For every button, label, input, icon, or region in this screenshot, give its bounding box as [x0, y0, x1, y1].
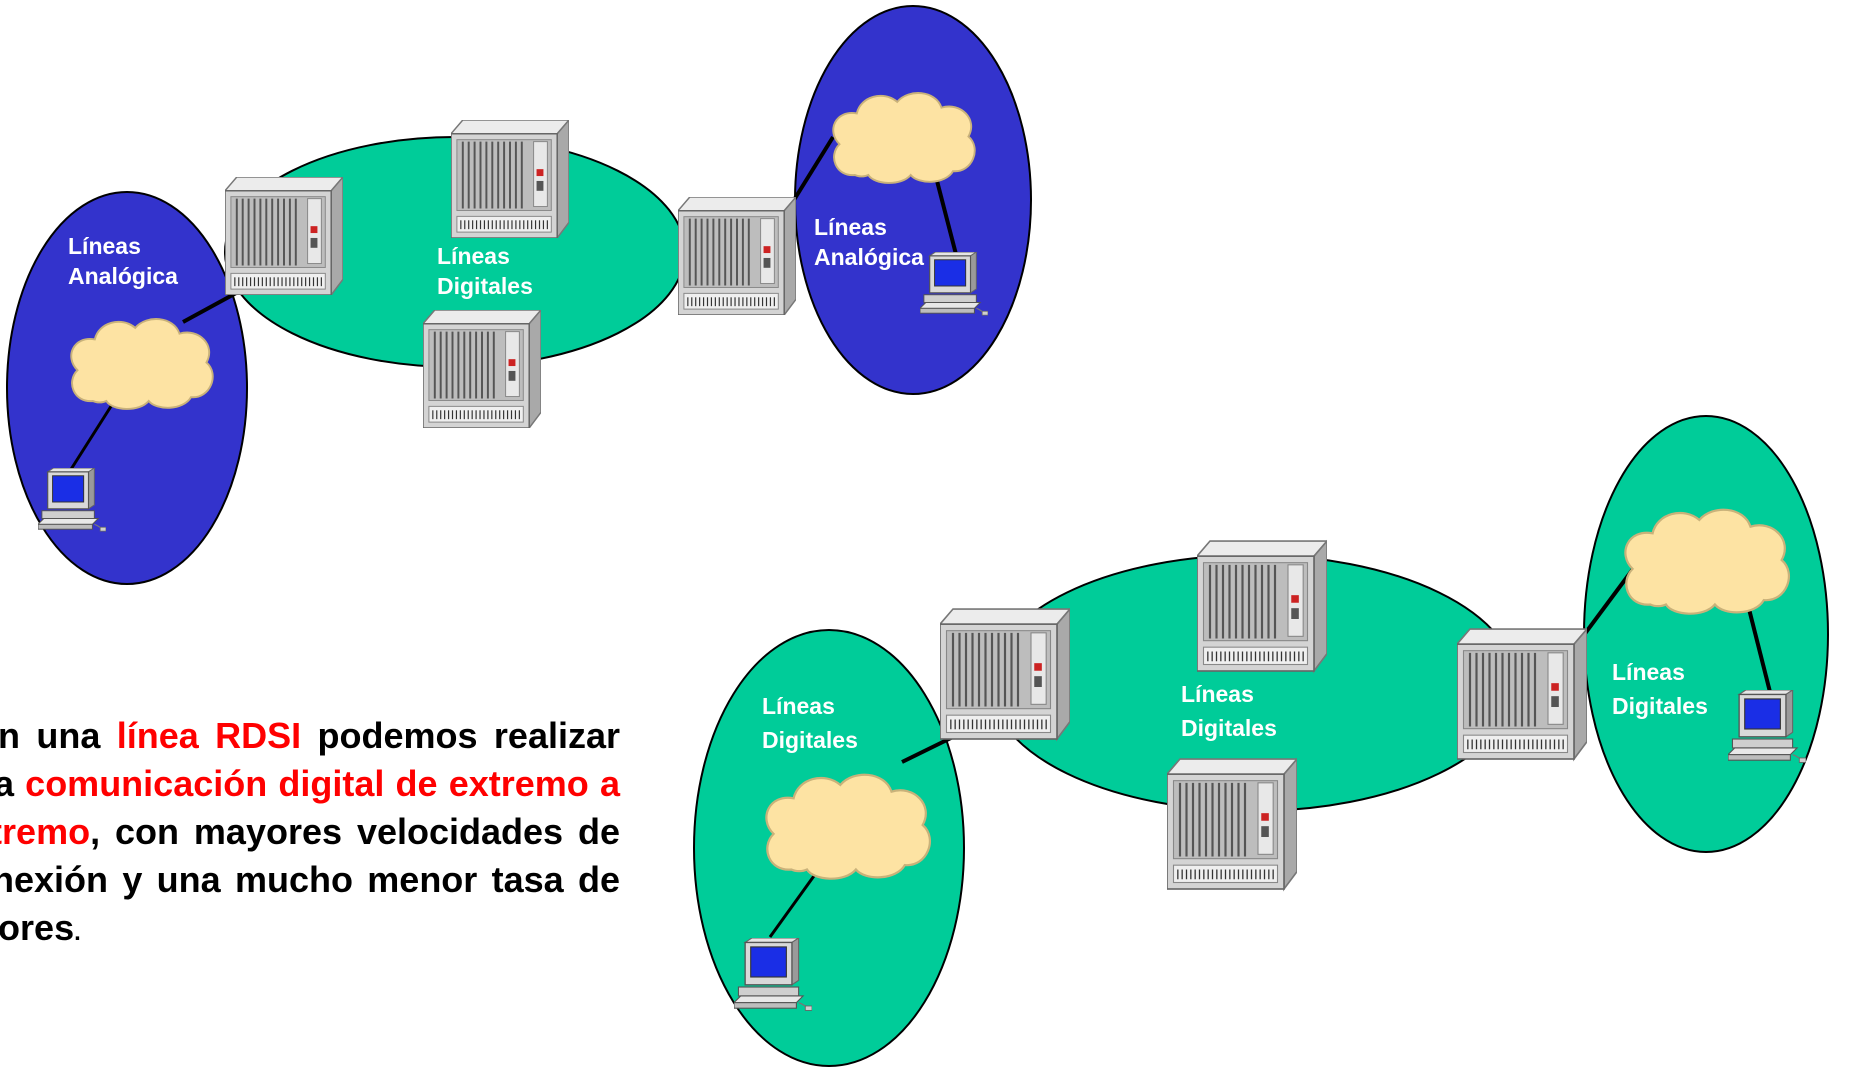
switch-rack-icon — [225, 177, 343, 295]
switch-rack-icon — [1167, 757, 1297, 891]
switch-rack-icon — [1197, 539, 1327, 673]
top-right-analog-zone — [794, 5, 1032, 395]
para-emphasis-rdsi: línea RDSI — [116, 715, 302, 756]
bottom-right-zone-label: Líneas Digitales — [1612, 659, 1708, 719]
bottom-left-cloud-link — [901, 734, 956, 764]
top-left-zone-label: Líneas Analógica — [68, 233, 178, 289]
para-emphasis-digital: comunicación digital de extremo a extrem… — [0, 763, 620, 852]
top-core-label: Líneas Digitales — [437, 243, 533, 299]
switch-rack-icon — [423, 310, 541, 428]
bottom-right-pc-link — [1746, 604, 1772, 693]
top-left-cloud-link — [182, 290, 239, 324]
bottom-left-zone-label: Líneas Digitales — [762, 693, 858, 753]
para-segment: podemos realizar una — [0, 715, 620, 804]
bottom-right-digital-zone — [1583, 415, 1829, 853]
switch-rack-icon — [1457, 627, 1587, 761]
switch-rack-icon — [678, 197, 796, 315]
top-diagram: Líneas Analógica Líneas Digitales Líneas… — [6, 5, 1032, 585]
top-left-pc-link — [66, 399, 117, 475]
bottom-core-label: Líneas Digitales — [1181, 681, 1277, 741]
switch-rack-icon — [451, 120, 569, 238]
bottom-diagram: Líneas Digitales Líneas Digitales Líneas… — [693, 415, 1829, 1067]
para-period: . — [74, 919, 81, 946]
rdsi-description: Con una línea RDSI podemos realizar una … — [0, 712, 620, 957]
top-right-pc-link — [934, 176, 960, 263]
switch-rack-icon — [940, 607, 1070, 741]
top-right-zone-label: Líneas Analógica — [814, 214, 924, 270]
para-segment: , con mayores velocidades de conexión y … — [0, 811, 620, 948]
para-segment: Con una — [0, 715, 101, 756]
